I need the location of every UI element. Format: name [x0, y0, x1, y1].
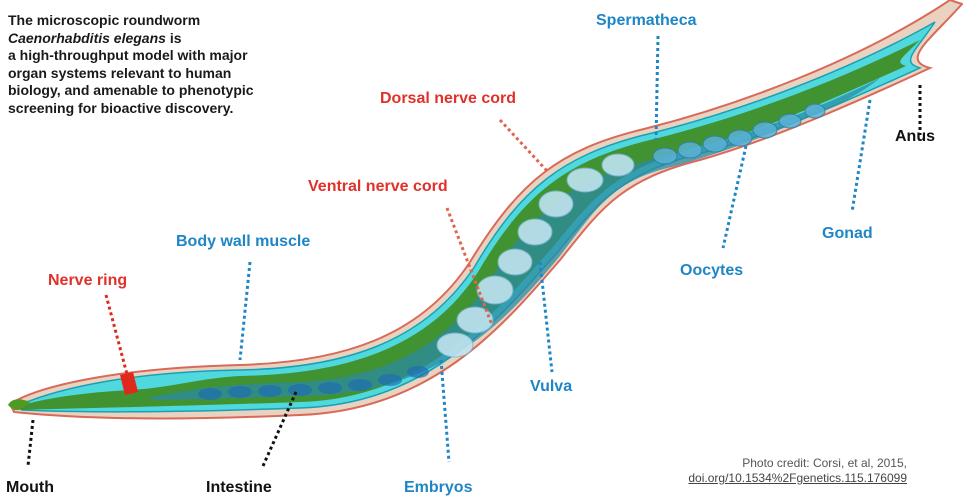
label-gonad: Gonad — [822, 225, 873, 243]
intro-line1: The microscopic roundworm — [8, 12, 200, 28]
label-dorsal-nerve-cord: Dorsal nerve cord — [380, 90, 516, 108]
label-embryos: Embryos — [404, 479, 472, 497]
photo-credit: Photo credit: Corsi, et al, 2015, doi.or… — [607, 456, 907, 486]
intro-rest: a high-throughput model with major organ… — [8, 47, 254, 116]
label-nerve-ring: Nerve ring — [48, 272, 127, 290]
label-oocytes: Oocytes — [680, 262, 743, 280]
label-ventral-nerve-cord: Ventral nerve cord — [308, 178, 448, 196]
label-anus: Anus — [895, 128, 935, 146]
pointer-gonad — [852, 100, 870, 212]
label-body-wall-muscle: Body wall muscle — [176, 233, 310, 251]
pointer-body-wall-muscle — [240, 262, 250, 360]
intro-text: The microscopic roundworm Caenorhabditis… — [8, 12, 258, 117]
pointer-mouth — [28, 420, 33, 466]
label-intestine: Intestine — [206, 479, 272, 497]
label-vulva: Vulva — [530, 378, 572, 396]
label-mouth: Mouth — [6, 479, 54, 497]
pointer-embryos — [441, 360, 449, 462]
intro-species: Caenorhabditis elegans — [8, 30, 166, 46]
pointer-nerve-ring — [106, 295, 128, 378]
label-spermatheca: Spermatheca — [596, 12, 697, 30]
credit-text: Photo credit: Corsi, et al, 2015, — [607, 456, 907, 471]
pointer-dorsal-nerve-cord — [500, 120, 548, 172]
pointer-oocytes — [723, 146, 746, 248]
credit-doi-link[interactable]: doi.org/10.1534%2Fgenetics.115.176099 — [607, 471, 907, 486]
intro-species-suffix: is — [166, 30, 182, 46]
